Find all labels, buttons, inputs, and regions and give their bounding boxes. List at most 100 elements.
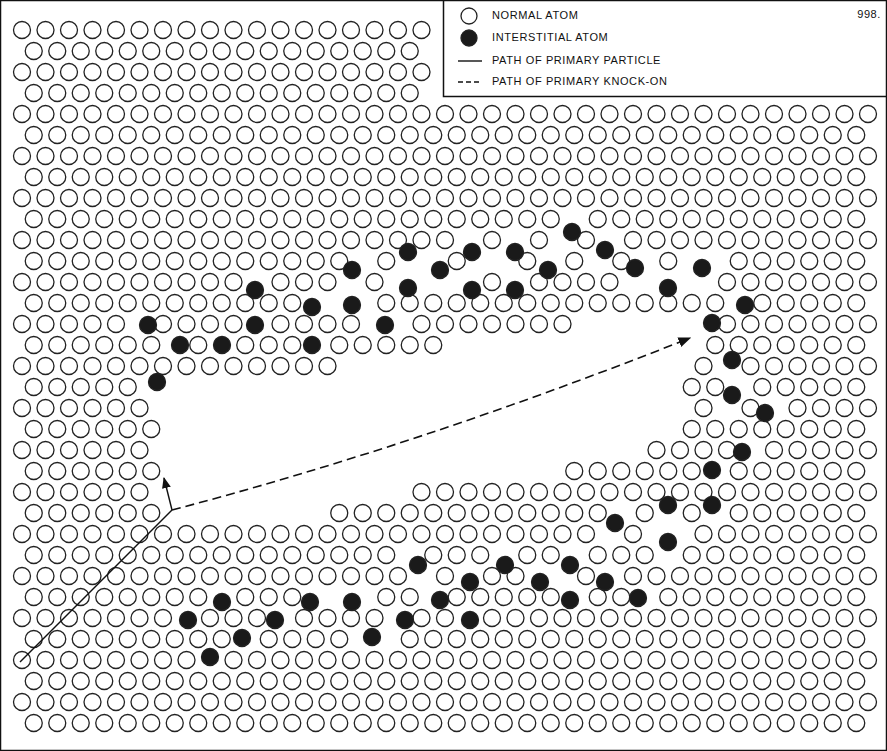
normal-atom <box>378 295 395 312</box>
normal-atom <box>401 127 418 144</box>
normal-atom <box>166 547 183 564</box>
normal-atom <box>672 610 689 627</box>
normal-atom <box>601 274 618 291</box>
normal-atom <box>96 463 113 480</box>
normal-atom <box>730 673 747 690</box>
normal-atom <box>96 631 113 648</box>
normal-atom <box>660 463 677 480</box>
normal-atom <box>860 484 877 501</box>
normal-atom <box>672 652 689 669</box>
normal-atom <box>249 610 266 627</box>
normal-atom <box>766 568 783 585</box>
normal-atom <box>366 610 383 627</box>
normal-atom <box>789 148 806 165</box>
normal-atom <box>49 421 66 438</box>
normal-atom <box>824 463 841 480</box>
normal-atom <box>155 22 172 39</box>
normal-atom <box>789 106 806 123</box>
normal-atom <box>25 211 42 228</box>
normal-atom <box>484 190 501 207</box>
normal-atom <box>507 694 524 711</box>
normal-atom <box>213 673 230 690</box>
normal-atom <box>260 715 277 732</box>
normal-atom <box>789 190 806 207</box>
interstitial-atom <box>302 594 319 611</box>
normal-atom <box>378 589 395 606</box>
normal-atom <box>813 190 830 207</box>
normal-atom <box>860 274 877 291</box>
normal-atom <box>213 715 230 732</box>
normal-atom <box>824 421 841 438</box>
normal-atom <box>801 211 818 228</box>
interstitial-atom <box>694 260 711 277</box>
normal-atom <box>178 148 195 165</box>
normal-atom <box>589 295 606 312</box>
normal-atom <box>754 169 771 186</box>
normal-atom <box>272 274 289 291</box>
normal-atom <box>554 652 571 669</box>
normal-atom <box>131 232 148 249</box>
normal-atom <box>37 190 54 207</box>
interstitial-atom <box>400 244 417 261</box>
normal-atom <box>390 106 407 123</box>
interstitial-atom <box>562 592 579 609</box>
normal-atom <box>601 694 618 711</box>
normal-atom <box>190 547 207 564</box>
normal-atom <box>272 568 289 585</box>
normal-atom <box>96 547 113 564</box>
normal-atom <box>249 358 266 375</box>
interstitial-atom <box>464 244 481 261</box>
normal-atom <box>531 232 548 249</box>
normal-atom <box>484 232 501 249</box>
normal-atom <box>96 211 113 228</box>
normal-atom <box>319 652 336 669</box>
normal-atom <box>672 106 689 123</box>
normal-atom <box>72 337 89 354</box>
normal-atom <box>777 379 794 396</box>
normal-atom <box>354 505 371 522</box>
normal-atom <box>260 211 277 228</box>
normal-atom <box>378 85 395 102</box>
normal-atom <box>307 631 324 648</box>
legend-frame <box>444 1 887 97</box>
normal-atom <box>766 148 783 165</box>
normal-atom <box>613 169 630 186</box>
normal-atom <box>14 274 31 291</box>
normal-atom <box>178 64 195 81</box>
normal-atom <box>824 379 841 396</box>
normal-atom <box>319 526 336 543</box>
normal-atom <box>813 694 830 711</box>
normal-atom <box>378 43 395 60</box>
normal-atom <box>166 169 183 186</box>
normal-atom <box>37 106 54 123</box>
normal-atom <box>49 379 66 396</box>
normal-atom <box>636 295 653 312</box>
normal-atom <box>296 694 313 711</box>
normal-atom <box>61 484 78 501</box>
normal-atom <box>542 547 559 564</box>
normal-atom <box>542 169 559 186</box>
normal-atom <box>648 190 665 207</box>
normal-atom <box>25 715 42 732</box>
normal-atom <box>178 22 195 39</box>
normal-atom <box>143 85 160 102</box>
normal-atom <box>143 715 160 732</box>
normal-atom <box>108 526 125 543</box>
normal-atom <box>155 274 172 291</box>
normal-atom <box>155 106 172 123</box>
normal-atom <box>824 295 841 312</box>
interstitial-atom <box>724 387 741 404</box>
normal-atom <box>319 148 336 165</box>
normal-atom <box>37 316 54 333</box>
normal-atom <box>366 526 383 543</box>
normal-atom <box>566 295 583 312</box>
normal-atom <box>766 190 783 207</box>
normal-atom <box>566 253 583 270</box>
normal-atom <box>155 526 172 543</box>
normal-atom <box>519 295 536 312</box>
normal-atom <box>754 379 771 396</box>
normal-atom <box>296 274 313 291</box>
normal-atom <box>14 568 31 585</box>
normal-atom <box>401 211 418 228</box>
interstitial-atom <box>377 317 394 334</box>
